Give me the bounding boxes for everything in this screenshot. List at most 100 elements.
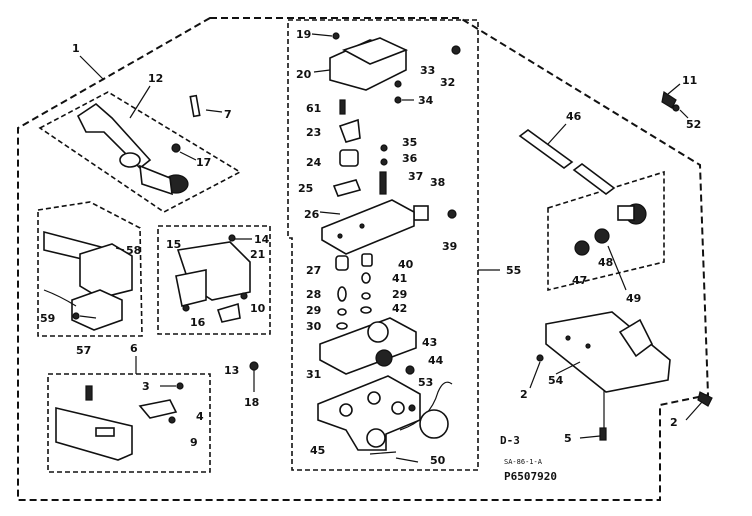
subassembly-12-outline xyxy=(38,91,242,213)
gasket-25 xyxy=(332,179,362,197)
label-49: 49 xyxy=(626,292,641,305)
label-3: 3 xyxy=(142,380,150,393)
label-17: 17 xyxy=(196,156,211,169)
label-52: 52 xyxy=(686,118,701,131)
label-11: 11 xyxy=(682,74,697,87)
washer-29a xyxy=(337,308,347,316)
label-27: 27 xyxy=(306,264,321,277)
label-61: 61 xyxy=(306,102,321,115)
label-13: 13 xyxy=(224,364,239,377)
pin-7 xyxy=(189,94,201,118)
screw-17 xyxy=(171,143,181,153)
label-42: 42 xyxy=(392,302,407,315)
label-58: 58 xyxy=(126,244,141,257)
label-47: 47 xyxy=(572,274,587,287)
diaphragm-43 xyxy=(375,349,393,367)
washer-29b xyxy=(361,292,371,300)
label-25: 25 xyxy=(298,182,313,195)
label-41: 41 xyxy=(392,272,407,285)
label-34: 34 xyxy=(418,94,434,107)
label-29a: 29 xyxy=(306,304,321,317)
label-6: 6 xyxy=(130,342,138,355)
label-19: 19 xyxy=(296,28,311,41)
label-4: 4 xyxy=(196,410,204,423)
pin-37 xyxy=(379,171,387,195)
label-59: 59 xyxy=(40,312,55,325)
label-12: 12 xyxy=(148,72,163,85)
nozzle-assembly xyxy=(574,203,647,256)
label-32: 32 xyxy=(440,76,455,89)
shaft-46 xyxy=(518,129,616,195)
screw-53 xyxy=(408,404,416,412)
subassembly-6-outline xyxy=(47,373,211,473)
mounting-bracket xyxy=(545,311,671,393)
subassembly-13-outline xyxy=(157,225,271,335)
label-7: 7 xyxy=(224,108,232,121)
label-9: 9 xyxy=(190,436,198,449)
label-38: 38 xyxy=(430,176,445,189)
label-33: 33 xyxy=(420,64,435,77)
label-35: 35 xyxy=(402,136,417,149)
screw-33 xyxy=(394,80,402,88)
valve-body xyxy=(317,375,453,451)
block-38 xyxy=(413,205,429,221)
screw-2a xyxy=(536,354,544,362)
label-37: 37 xyxy=(408,170,423,183)
plug-27 xyxy=(335,255,349,271)
label-1: 1 xyxy=(72,42,80,55)
label-26: 26 xyxy=(304,208,320,221)
washer-42 xyxy=(360,306,372,314)
screw-36 xyxy=(380,158,388,166)
leader-lines xyxy=(79,33,703,455)
label-53: 53 xyxy=(418,376,433,389)
label-2a: 2 xyxy=(520,388,528,401)
label-16: 16 xyxy=(190,316,206,329)
label-28: 28 xyxy=(306,288,321,301)
valve-plate xyxy=(321,199,415,255)
label-31: 31 xyxy=(306,368,321,381)
label-5: 5 xyxy=(564,432,572,445)
label-46: 46 xyxy=(566,110,582,123)
diaphragm-housing xyxy=(319,317,417,375)
section-label: D-3 xyxy=(500,434,520,447)
screw-34 xyxy=(394,96,402,104)
label-54: 54 xyxy=(548,374,564,387)
label-15: 15 xyxy=(166,238,181,251)
label-21: 21 xyxy=(250,248,265,261)
washer-30 xyxy=(336,322,348,330)
label-14: 14 xyxy=(254,233,270,246)
bracket-assembly xyxy=(175,234,251,323)
screw-39 xyxy=(447,209,457,219)
label-36: 36 xyxy=(402,152,418,165)
clip-50 xyxy=(395,457,419,463)
label-48: 48 xyxy=(598,256,613,269)
burner-tube xyxy=(76,102,189,196)
sensor-unit xyxy=(43,230,133,331)
label-43: 43 xyxy=(422,336,437,349)
label-30: 30 xyxy=(306,320,322,333)
pin-61 xyxy=(339,99,346,115)
label-24: 24 xyxy=(306,156,322,169)
ring-41 xyxy=(361,272,371,284)
assembly-outline xyxy=(17,17,710,501)
label-39: 39 xyxy=(442,240,457,253)
screw-32 xyxy=(451,45,461,55)
spring-28 xyxy=(337,286,347,302)
subassembly-49-outline xyxy=(547,170,665,292)
label-44: 44 xyxy=(428,354,444,367)
label-10: 10 xyxy=(250,302,266,315)
screw-35 xyxy=(380,144,388,152)
screw-5 xyxy=(599,427,607,441)
small-code: SA-86-1-A xyxy=(504,458,543,466)
label-29b: 29 xyxy=(392,288,407,301)
valve-subassembly-outline xyxy=(287,19,479,471)
label-40: 40 xyxy=(398,258,414,271)
igniter-housing xyxy=(55,382,184,461)
label-23: 23 xyxy=(306,126,321,139)
plug-40 xyxy=(361,253,373,267)
screw-44 xyxy=(405,365,415,375)
screw-2b xyxy=(697,391,713,407)
label-2b: 2 xyxy=(670,416,678,429)
label-50: 50 xyxy=(430,454,446,467)
